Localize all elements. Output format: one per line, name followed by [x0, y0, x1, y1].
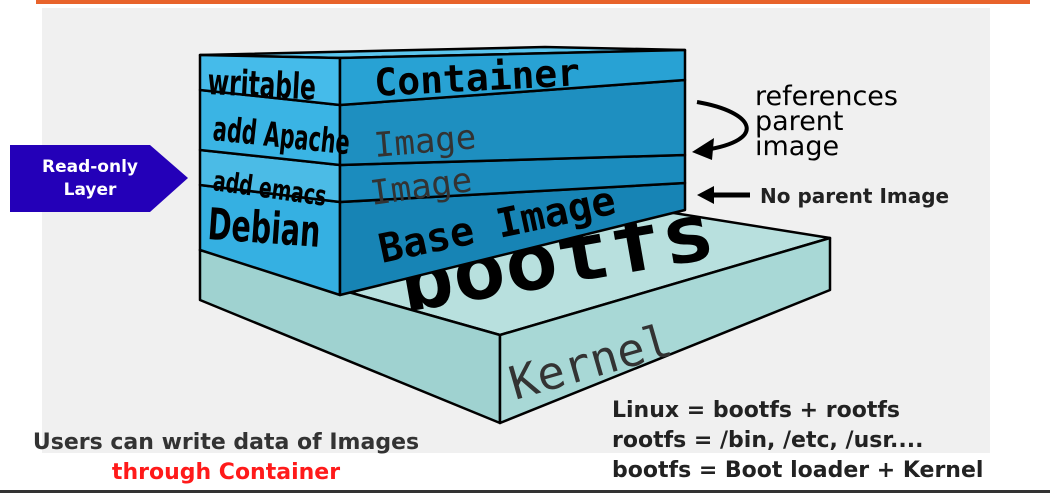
container-layer	[198, 45, 687, 107]
writable-label: writable	[207, 62, 317, 109]
container-label: Container	[373, 50, 581, 105]
apache-image-label: Image	[372, 117, 477, 166]
right-caption: Linux = bootfs + rootfs rootfs = /bin, /…	[612, 396, 983, 486]
base-image-layer	[198, 181, 687, 297]
left-caption-line2: through Container	[111, 460, 341, 485]
bottom-border	[0, 490, 1050, 493]
top-accent-bar	[36, 0, 1030, 4]
references-line3: image	[755, 131, 839, 162]
no-parent-arrowhead-icon	[697, 186, 714, 204]
right-caption-line3: bootfs = Boot loader + Kernel	[612, 458, 984, 483]
references-line1: references	[755, 81, 898, 112]
right-caption-line2: rootfs = /bin, /etc, /usr....	[612, 428, 924, 453]
read-only-badge	[10, 145, 188, 212]
left-caption-line1: Users can write data of Images	[32, 430, 420, 455]
left-caption: Users can write data of Images through C…	[6, 428, 446, 488]
right-caption-line1: Linux = bootfs + rootfs	[612, 398, 900, 423]
read-only-line2: Layer	[64, 180, 117, 200]
debian-label: Debian	[206, 199, 322, 258]
no-parent-label: No parent Image	[760, 184, 949, 208]
references-line2: parent	[755, 106, 844, 137]
references-arrowhead-icon	[692, 138, 714, 160]
read-only-line1: Read-only	[42, 157, 138, 177]
references-arrow-icon	[696, 100, 749, 152]
